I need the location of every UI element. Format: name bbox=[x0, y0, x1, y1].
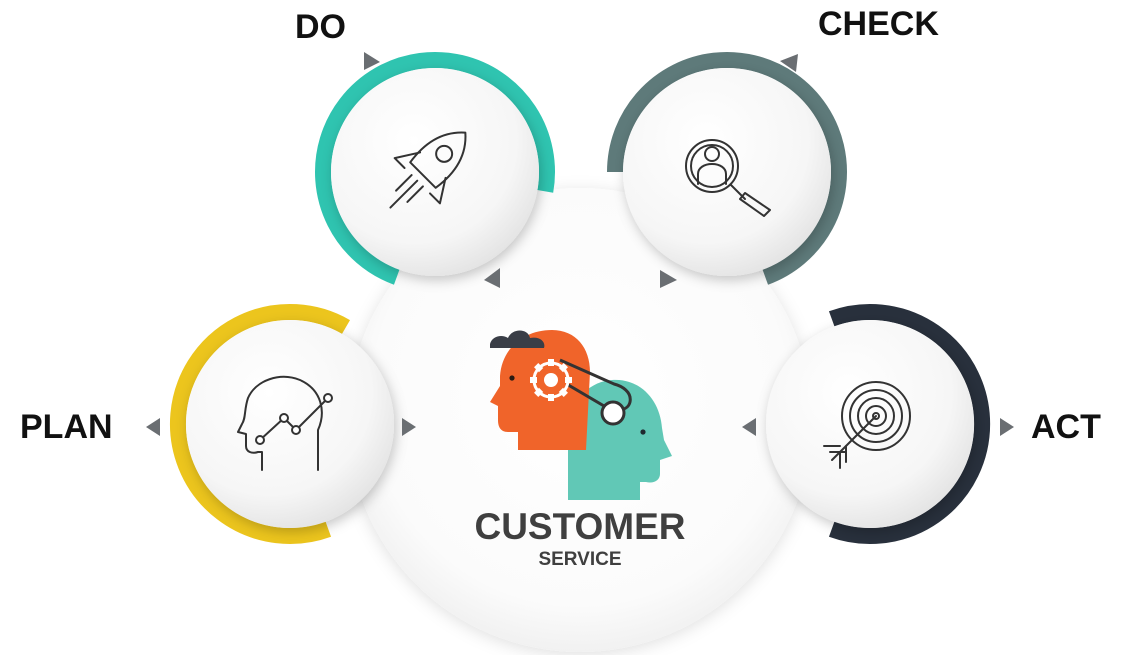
do-label: DO bbox=[295, 8, 346, 46]
head-growth-chart-icon bbox=[237, 375, 333, 471]
plan-right-arrow bbox=[402, 418, 416, 436]
center-title: CUSTOMER bbox=[474, 506, 686, 547]
plan-label: PLAN bbox=[20, 408, 113, 446]
check-top-arrow bbox=[780, 54, 798, 72]
plan-ring-arc bbox=[170, 304, 350, 544]
heads-gear-connection-icon bbox=[490, 330, 672, 500]
do-top-arrow bbox=[364, 52, 380, 70]
gear-tooth bbox=[534, 363, 544, 373]
act-left-arrow bbox=[742, 418, 756, 436]
check-circle bbox=[623, 68, 831, 276]
check-ring-arc bbox=[607, 51, 847, 285]
do-bottom-arrow bbox=[484, 268, 500, 288]
plan-left-arrow bbox=[146, 418, 160, 436]
act-right-arrow bbox=[1000, 418, 1014, 436]
gear-tooth bbox=[558, 363, 568, 373]
target-arrow-icon bbox=[823, 381, 911, 469]
gear-tooth bbox=[548, 394, 554, 401]
check-label: CHECK bbox=[818, 5, 939, 43]
gear-tooth bbox=[534, 387, 544, 397]
rocket-icon bbox=[389, 131, 467, 209]
flow-arrows bbox=[146, 52, 1014, 436]
act-ring-arc bbox=[828, 304, 991, 544]
gear-tooth bbox=[558, 387, 568, 397]
check-bottom-arrow bbox=[660, 270, 677, 288]
center-subtitle: SERVICE bbox=[538, 549, 622, 570]
gear-tooth bbox=[565, 377, 572, 383]
magnifier-person-icon bbox=[685, 139, 771, 217]
do-circle bbox=[331, 68, 539, 276]
gear-tooth bbox=[530, 377, 537, 383]
gear-tooth bbox=[548, 359, 554, 366]
act-label: ACT bbox=[1031, 408, 1101, 446]
do-ring-arc bbox=[315, 51, 555, 285]
